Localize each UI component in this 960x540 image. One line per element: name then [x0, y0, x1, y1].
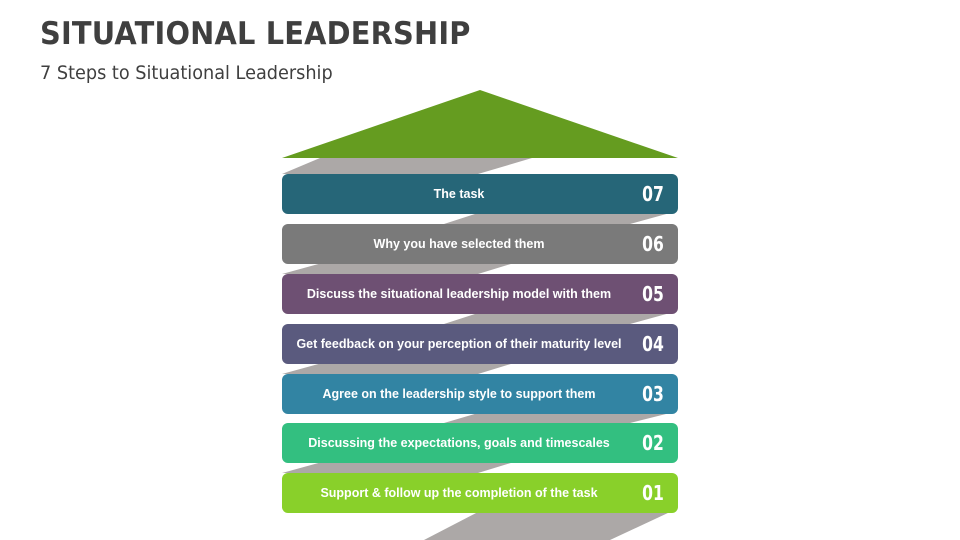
step-bar-03: Agree on the leadership style to support… [282, 374, 678, 414]
step-label: Agree on the leadership style to support… [322, 387, 596, 401]
connector-7-6 [444, 213, 670, 224]
step-bar-05: Discuss the situational leadership model… [282, 274, 678, 314]
step-label: Support & follow up the completion of th… [320, 486, 598, 500]
step-bar-07: The task 07 [282, 174, 678, 214]
step-number: 07 [642, 182, 664, 206]
roof-triangle [282, 90, 678, 158]
step-label: The task [433, 187, 485, 201]
step-number: 02 [642, 431, 664, 455]
connector-3-2 [444, 413, 670, 423]
connector-6-5 [282, 263, 514, 274]
step-number: 01 [642, 481, 664, 505]
step-bar-02: Discussing the expectations, goals and t… [282, 423, 678, 463]
connector-ribbon [282, 158, 670, 540]
step-label: Get feedback on your perception of their… [296, 337, 622, 351]
step-bar-06: Why you have selected them 06 [282, 224, 678, 264]
step-bar-04: Get feedback on your perception of their… [282, 324, 678, 364]
step-number: 03 [642, 382, 664, 406]
step-label: Why you have selected them [373, 237, 545, 251]
step-number: 05 [642, 282, 664, 306]
connector-2-1 [282, 462, 514, 473]
step-number: 06 [642, 232, 664, 256]
slide-subtitle: 7 Steps to Situational Leadership [40, 62, 333, 84]
step-number: 04 [642, 332, 664, 356]
connector-tail [424, 512, 670, 540]
connector-4-3 [282, 363, 514, 374]
step-label: Discuss the situational leadership model… [306, 287, 612, 301]
connector-roof-7 [282, 158, 532, 174]
connector-5-4 [444, 313, 670, 324]
step-label: Discussing the expectations, goals and t… [308, 436, 610, 450]
slide-title: SITUATIONAL LEADERSHIP [40, 16, 471, 52]
step-bar-01: Support & follow up the completion of th… [282, 473, 678, 513]
